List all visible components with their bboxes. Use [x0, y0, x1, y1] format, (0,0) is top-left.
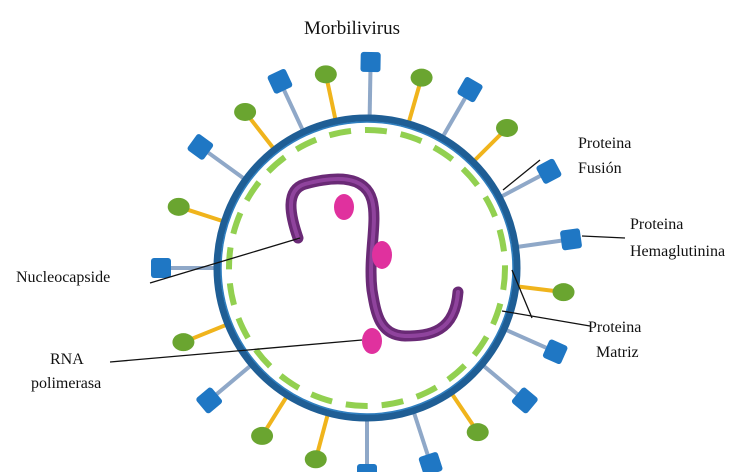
nucleocapside-leader [150, 238, 300, 283]
rna-label-line1: RNA [50, 351, 84, 368]
fusion-spike-head-icon [315, 65, 337, 83]
hemagglutinin-spike-head-icon [357, 464, 377, 472]
fusion-spike-stem [265, 397, 286, 431]
hemagglutinin-spike-head-icon [151, 258, 171, 278]
fusion-spike-stem [409, 83, 420, 121]
fusion-spike-stem [452, 394, 474, 427]
polymerase-dot-3 [362, 328, 382, 354]
diagram-title: Morbilivirus [304, 18, 400, 39]
fusion-spike-stem [327, 80, 335, 119]
matriz-label-line2: Matriz [596, 344, 639, 361]
fusion-spike-stem [518, 287, 558, 292]
hemagglutinin-spike-stem [282, 87, 302, 131]
hemagglutinin-spike-head-icon [535, 158, 562, 185]
rna-label-line2: polimerasa [31, 375, 101, 392]
hemagglutinin-label-line1: Proteina [630, 216, 683, 233]
hemagglutinin-spike-stem [518, 240, 566, 247]
fusion-spike-head-icon [411, 69, 433, 87]
polymerase-dot-2 [372, 241, 392, 269]
fusion-spike-stem [189, 325, 226, 340]
hemagglutinin-spike-stem [414, 413, 429, 459]
hemagglutinin-spike-stem [370, 68, 371, 116]
hemagglutinin-spike-stem [205, 150, 244, 178]
hemagglutinin-spike-head-icon [418, 451, 443, 472]
fusion-spike-stem [249, 117, 274, 149]
hemagglutinin-leader [582, 236, 625, 238]
hemagglutinin-spike-head-icon [456, 76, 483, 103]
hemagglutinin-label-line2: Hemaglutinina [630, 243, 725, 260]
hemagglutinin-spike-head-icon [267, 68, 294, 95]
fusion-spike-head-icon [553, 283, 575, 301]
fusion-spike-stem [184, 209, 222, 221]
polymerase-dot-1 [334, 194, 354, 220]
fusion-spike-stem [317, 415, 327, 454]
nucleocapside-label: Nucleocapside [16, 269, 110, 286]
matriz-leader-b [502, 311, 590, 326]
hemagglutinin-spike-stem [506, 330, 550, 350]
fusion-label-line1: Proteina [578, 135, 631, 152]
hemagglutinin-spike-head-icon [186, 133, 214, 161]
fusion-spike-head-icon [172, 333, 194, 351]
fusion-spike-head-icon [496, 119, 518, 137]
hemagglutinin-spike-stem [483, 366, 520, 397]
fusion-spike-head-icon [467, 423, 489, 441]
fusion-spike-head-icon [305, 450, 327, 468]
hemagglutinin-spike-head-icon [542, 339, 568, 365]
fusion-spike-head-icon [234, 103, 256, 121]
hemagglutinin-spike-stem [443, 95, 467, 137]
fusion-spike-head-icon [168, 198, 190, 216]
hemagglutinin-spike-head-icon [560, 228, 583, 251]
matriz-label-line1: Proteina [588, 319, 641, 336]
fusion-spike-stem [474, 132, 502, 160]
hemagglutinin-spike-stem [501, 174, 543, 197]
fusion-spike-head-icon [251, 427, 273, 445]
hemagglutinin-spike-head-icon [360, 52, 380, 72]
hemagglutinin-spike-stem [214, 366, 251, 397]
fusion-label-line2: Fusión [578, 160, 622, 177]
